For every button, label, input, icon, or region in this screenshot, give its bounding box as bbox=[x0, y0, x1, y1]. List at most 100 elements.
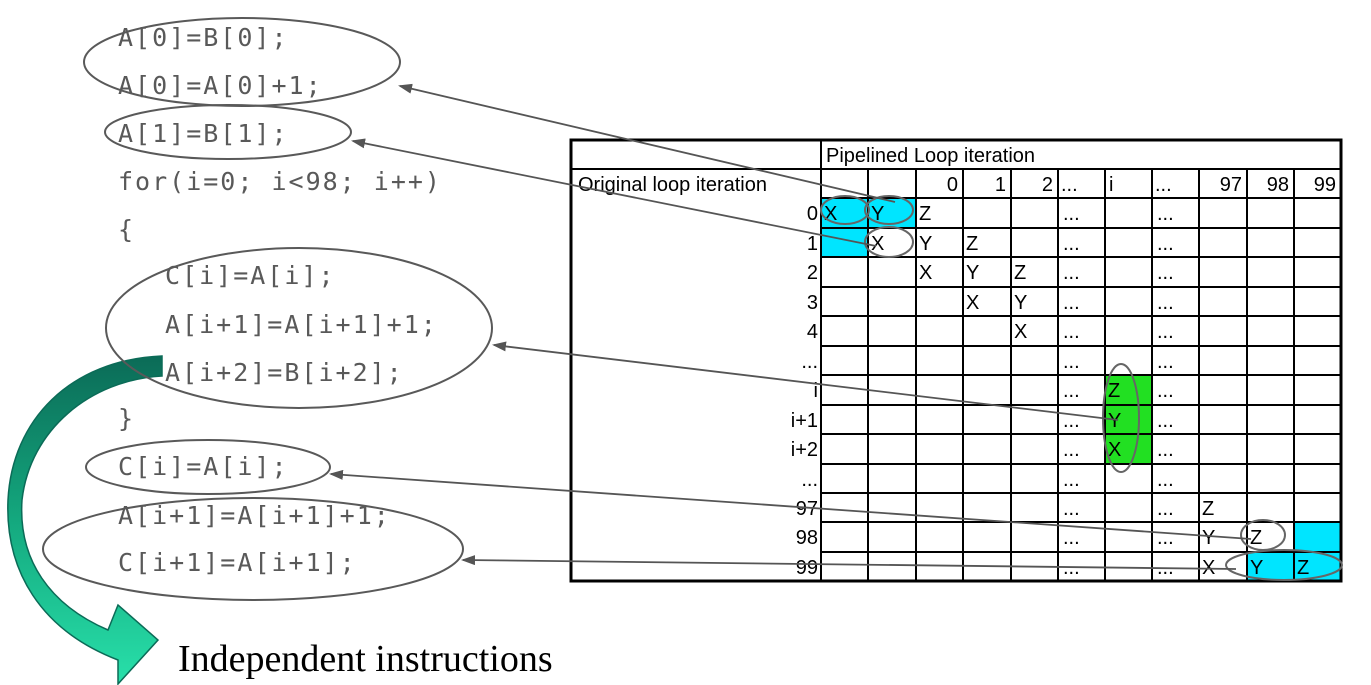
cell-value: X bbox=[871, 233, 884, 255]
cell-value: X bbox=[966, 292, 979, 314]
col-header: 97 bbox=[1220, 174, 1242, 196]
cell-value: Z bbox=[1202, 498, 1214, 520]
cell-value: Y bbox=[966, 262, 979, 284]
code-line: C[i]=A[i]; bbox=[165, 261, 336, 290]
ellipsis-cell: ... bbox=[1063, 469, 1080, 491]
row-header: 97 bbox=[796, 498, 818, 520]
col-header: ... bbox=[1155, 174, 1172, 196]
col-header: 99 bbox=[1314, 174, 1336, 196]
ellipsis-cell: ... bbox=[1063, 380, 1080, 402]
code-line: A[0]=A[0]+1; bbox=[118, 71, 323, 100]
cell-value: Y bbox=[1108, 410, 1121, 432]
cell-value: Z bbox=[1297, 557, 1309, 579]
ellipsis-cell: ... bbox=[1157, 469, 1174, 491]
ellipsis-cell: ... bbox=[1157, 321, 1174, 343]
cell-value: Z bbox=[1108, 380, 1120, 402]
row-header: 4 bbox=[807, 321, 818, 343]
loop-body-ellipse bbox=[105, 247, 493, 409]
cell-value: Z bbox=[1014, 262, 1026, 284]
code-line: C[i]=A[i]; bbox=[118, 452, 289, 481]
cell-value: Z bbox=[966, 233, 978, 255]
code-line: } bbox=[118, 404, 135, 433]
cell-value: Z bbox=[1250, 527, 1262, 549]
independent-instructions-curved-arrow bbox=[7, 355, 163, 685]
row-header: i+2 bbox=[791, 439, 818, 461]
row-header: 0 bbox=[807, 203, 818, 225]
table-ellipse bbox=[1225, 549, 1343, 581]
cell-value: Z bbox=[919, 203, 931, 225]
row-header: 2 bbox=[807, 262, 818, 284]
col-header: i bbox=[1109, 174, 1113, 196]
epilogue-ellipse bbox=[42, 497, 464, 601]
row-header: ... bbox=[801, 469, 818, 491]
connector-arrow bbox=[398, 83, 896, 203]
cell-value: X bbox=[1014, 321, 1027, 343]
row-header: 3 bbox=[807, 292, 818, 314]
connector-arrow bbox=[351, 138, 877, 247]
code-line: { bbox=[118, 215, 135, 244]
code-line: A[i+1]=A[i+1]+1; bbox=[165, 310, 438, 339]
table-ellipse bbox=[864, 226, 914, 258]
ellipsis-cell: ... bbox=[1157, 262, 1174, 284]
code-ellipses bbox=[42, 17, 493, 601]
highlight-cell bbox=[1247, 552, 1294, 581]
row-header: ... bbox=[801, 351, 818, 373]
table-ellipse bbox=[864, 195, 914, 225]
connector-arrow bbox=[492, 341, 1119, 421]
a1-ellipse bbox=[104, 104, 352, 160]
row-header: i+1 bbox=[791, 410, 818, 432]
ellipsis-cell: ... bbox=[1063, 557, 1080, 579]
ellipsis-cell: ... bbox=[1063, 292, 1080, 314]
col-header: ... bbox=[1061, 174, 1078, 196]
code-line: A[i+1]=A[i+1]+1; bbox=[118, 501, 391, 530]
epilogue-c-ellipse bbox=[85, 439, 331, 495]
ellipsis-cell: ... bbox=[1063, 203, 1080, 225]
caption: Independent instructions bbox=[178, 638, 553, 680]
ellipsis-cell: ... bbox=[1157, 439, 1174, 461]
cell-value: X bbox=[1108, 439, 1121, 461]
col-header: 2 bbox=[1042, 174, 1053, 196]
cell-value: Y bbox=[1014, 292, 1027, 314]
ellipsis-cell: ... bbox=[1157, 292, 1174, 314]
highlight-cell bbox=[1294, 522, 1341, 552]
ellipsis-cell: ... bbox=[1063, 351, 1080, 373]
ellipsis-cell: ... bbox=[1063, 527, 1080, 549]
cell-value: Y bbox=[1202, 527, 1215, 549]
connector-arrow bbox=[461, 555, 1237, 570]
ellipsis-cell: ... bbox=[1063, 262, 1080, 284]
col-header: 1 bbox=[995, 174, 1006, 196]
cell-value: X bbox=[919, 262, 932, 284]
ellipsis-cell: ... bbox=[1157, 498, 1174, 520]
code-line: A[i+2]=B[i+2]; bbox=[165, 358, 404, 387]
cell-value: Y bbox=[1250, 557, 1263, 579]
code-block: A[0]=B[0]; A[0]=A[0]+1; A[1]=B[1]; for(i… bbox=[118, 23, 442, 577]
ellipsis-cell: ... bbox=[1063, 233, 1080, 255]
table-ellipse bbox=[820, 195, 870, 225]
ellipsis-cell: ... bbox=[1157, 410, 1174, 432]
row-header: i bbox=[814, 380, 818, 402]
table-title: Pipelined Loop iteration bbox=[826, 145, 1035, 167]
code-line: for(i=0; i<98; i++) bbox=[118, 167, 442, 196]
ellipsis-cell: ... bbox=[1157, 351, 1174, 373]
col-header: 98 bbox=[1267, 174, 1289, 196]
ellipsis-cell: ... bbox=[1157, 527, 1174, 549]
connector-arrow bbox=[329, 469, 1252, 540]
highlight-cell bbox=[1105, 434, 1152, 464]
highlight-cell bbox=[1105, 375, 1152, 405]
ellipsis-cell: ... bbox=[1063, 321, 1080, 343]
table-corner-label: Original loop iteration bbox=[578, 174, 767, 196]
ellipsis-cell: ... bbox=[1063, 439, 1080, 461]
code-line: C[i+1]=A[i+1]; bbox=[118, 548, 357, 577]
ellipsis-cell: ... bbox=[1157, 233, 1174, 255]
table-border bbox=[569, 138, 1343, 583]
row-header: 1 bbox=[807, 233, 818, 255]
ellipsis-cell: ... bbox=[1157, 380, 1174, 402]
row-header: 98 bbox=[796, 527, 818, 549]
code-line: A[1]=B[1]; bbox=[118, 119, 289, 148]
cell-value: Y bbox=[871, 203, 884, 225]
cell-value: Y bbox=[919, 233, 932, 255]
ellipsis-cell: ... bbox=[1063, 498, 1080, 520]
row-header: 99 bbox=[796, 557, 818, 579]
